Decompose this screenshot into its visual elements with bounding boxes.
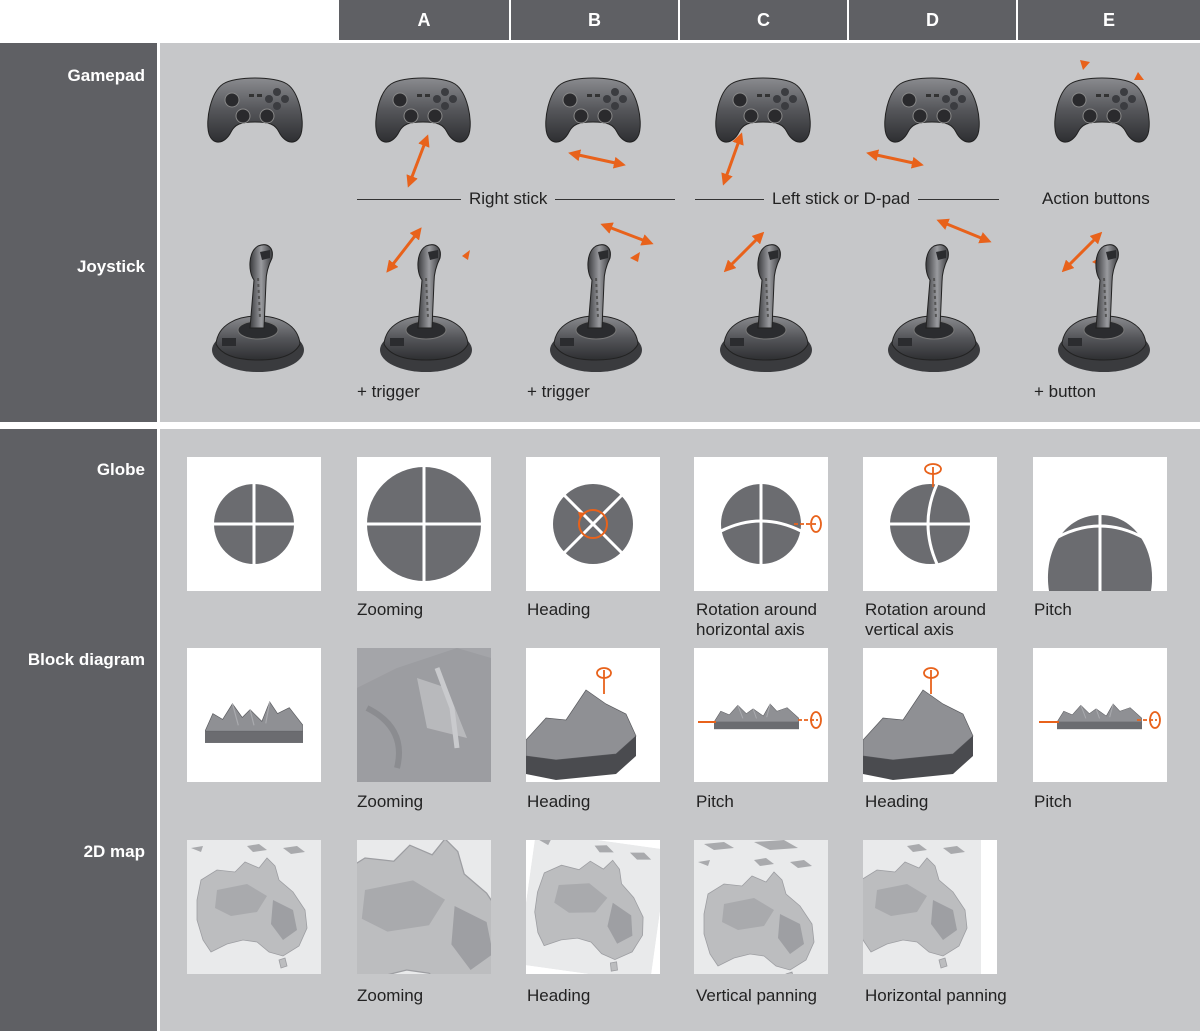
block-tile-b <box>526 648 660 782</box>
arrow-c <box>721 132 744 186</box>
row-label-gamepad: Gamepad <box>67 66 145 85</box>
trigger-marker-b <box>630 252 640 262</box>
action-marker-1 <box>1080 60 1090 70</box>
map-caption-d: Horizontal panning <box>865 986 1007 1005</box>
joystick-image-d <box>884 238 984 378</box>
right-stick-label: Right stick <box>461 189 556 209</box>
block-tile-a <box>357 648 491 782</box>
joystick-image <box>208 238 308 378</box>
globe-tile-b <box>526 457 660 591</box>
globe-tile-e <box>1033 457 1167 591</box>
column-header-a: A <box>339 0 509 40</box>
globe-tile-a <box>357 457 491 591</box>
map-tile-a <box>357 840 491 974</box>
row-label-globe: Globe <box>96 460 145 479</box>
views-panel <box>160 429 1200 1031</box>
block-caption-d: Heading <box>865 792 929 811</box>
views-label-panel <box>0 429 157 1031</box>
globe-tile-c <box>694 457 828 591</box>
joystick-image-b <box>546 238 646 378</box>
joystick-caption-b: + trigger <box>527 382 590 401</box>
column-header-e: E <box>1018 0 1200 40</box>
globe-caption-d: Rotation around vertical axis <box>865 600 986 639</box>
arrow-joy-a <box>386 227 422 273</box>
joystick-caption-e: + button <box>1034 382 1096 401</box>
globe-tile <box>187 457 321 591</box>
globe-tile-d <box>863 457 997 591</box>
joystick-image-c <box>716 238 816 378</box>
column-header-c: C <box>680 0 847 40</box>
globe-caption-c: Rotation around horizontal axis <box>696 600 817 639</box>
arrow-b <box>568 149 626 169</box>
arrow-joy-d <box>936 218 992 244</box>
map-caption-a: Zooming <box>357 986 424 1005</box>
map-caption-b: Heading <box>527 986 591 1005</box>
left-stick-label: Left stick or D-pad <box>764 189 918 209</box>
arrow-joy-c <box>723 231 765 273</box>
column-header-b: B <box>511 0 678 40</box>
block-tile-e <box>1033 648 1167 782</box>
devices-label-panel <box>0 43 157 422</box>
map-caption-c: Vertical panning <box>696 986 817 1005</box>
arrow-a <box>406 134 430 188</box>
block-caption-a: Zooming <box>357 792 424 811</box>
joystick-image-e <box>1054 238 1154 378</box>
devices-panel <box>160 43 1200 422</box>
joystick-caption-a: + trigger <box>357 382 420 401</box>
action-marker-2 <box>1134 72 1144 80</box>
arrow-d <box>866 149 924 169</box>
arrow-joy-b <box>600 222 654 246</box>
trigger-marker-a <box>462 250 470 260</box>
globe-caption-b: Heading <box>527 600 591 619</box>
map-tile-b <box>526 840 660 974</box>
globe-caption-e: Pitch <box>1034 600 1072 619</box>
block-tile-d <box>863 648 997 782</box>
block-tile <box>187 648 321 782</box>
row-label-2d-map: 2D map <box>83 842 145 861</box>
gamepad-arrows <box>386 60 1144 273</box>
map-tile-d <box>863 840 997 974</box>
block-caption-e: Pitch <box>1034 792 1072 811</box>
map-tile-c <box>694 840 828 974</box>
map-tile <box>187 840 321 974</box>
joystick-image-a <box>376 238 476 378</box>
block-tile-c <box>694 648 828 782</box>
action-buttons-label: Action buttons <box>1034 189 1158 209</box>
column-header-d: D <box>849 0 1016 40</box>
row-label-joystick: Joystick <box>76 257 145 276</box>
arrow-joy-e <box>1061 231 1103 273</box>
block-caption-b: Heading <box>527 792 591 811</box>
globe-caption-a: Zooming <box>357 600 424 619</box>
row-label-block-diagram: Block diagram <box>27 650 145 669</box>
block-caption-c: Pitch <box>696 792 734 811</box>
